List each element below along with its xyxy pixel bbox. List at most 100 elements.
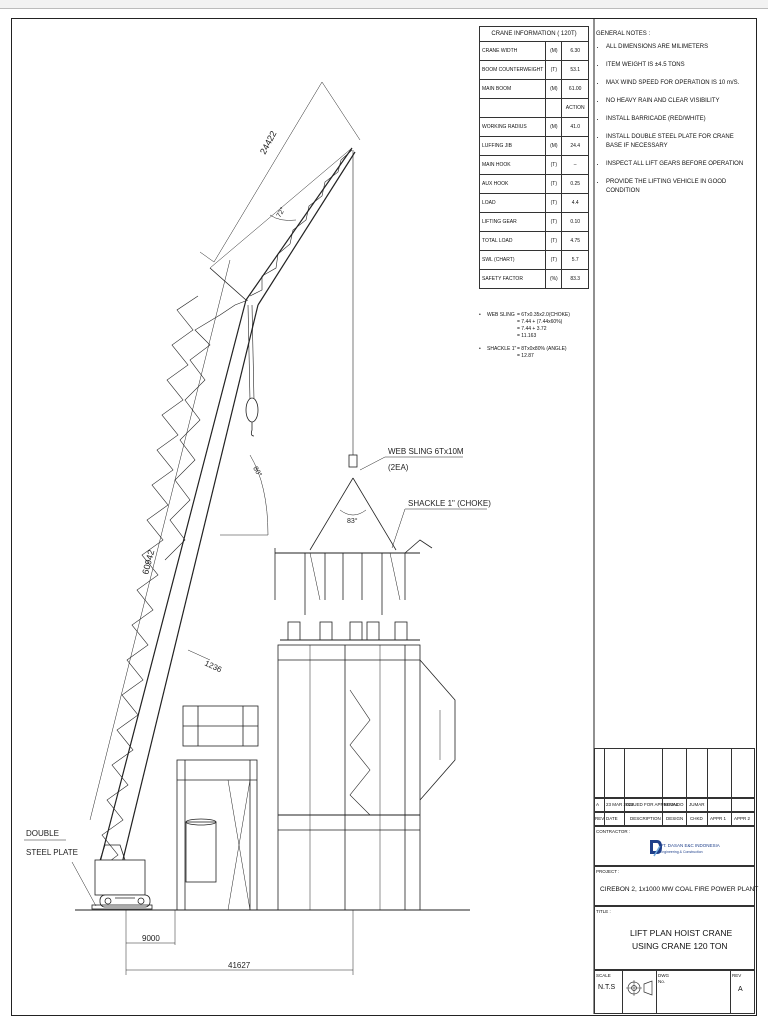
crane-info-unit: (T) bbox=[545, 231, 563, 251]
crane-info-unit: (T) bbox=[545, 250, 563, 270]
side-hopper bbox=[419, 659, 456, 801]
crane-info-value: 24.4 bbox=[561, 136, 589, 156]
crane-info-label: SWL (CHART) bbox=[478, 250, 547, 270]
crane-info-unit: (M) bbox=[545, 79, 563, 99]
dim-line-jib bbox=[213, 81, 323, 263]
crane-info-label: AUX HOOK bbox=[478, 174, 547, 194]
crane-info-value: 0.10 bbox=[561, 212, 589, 232]
angle-jib-text: 72° bbox=[275, 206, 287, 219]
scale-label: SCALE bbox=[596, 973, 611, 978]
title-area bbox=[594, 906, 755, 970]
crane-info-value: 4.75 bbox=[561, 231, 589, 251]
double-steel-label-2: STEEL PLATE bbox=[26, 848, 78, 857]
crane-info-label: TOTAL LOAD bbox=[478, 231, 547, 251]
jib-angle-arc bbox=[269, 214, 297, 221]
sling-angle-arc bbox=[339, 509, 367, 516]
drawing-title-line2: USING CRANE 120 TON bbox=[632, 941, 728, 951]
general-notes: GENERAL NOTES : ALL DIMENSIONS ARE MILIM… bbox=[596, 30, 751, 205]
crane-info-unit: (M) bbox=[545, 41, 563, 61]
silo-tank bbox=[185, 821, 217, 883]
title-label: TITLE : bbox=[596, 909, 611, 914]
contractor-name: PT. DASAN E&C INDONESIA bbox=[660, 843, 720, 848]
crane-info-unit: (T) bbox=[545, 155, 563, 175]
contractor-logo-icon bbox=[650, 840, 662, 857]
dim-boom-text: 60942 bbox=[140, 549, 156, 576]
note-item: ALL DIMENSIONS ARE MILIMETERS bbox=[606, 43, 751, 52]
pendant-line bbox=[209, 147, 353, 269]
mast-line bbox=[209, 267, 247, 301]
crane-info-table: CRANE INFORMATION ( 120T) CRANE WIDTH(M)… bbox=[478, 26, 589, 289]
calc-line: = 7.44 + (7.44x60%) bbox=[517, 319, 563, 325]
angle-sling-text: 83° bbox=[347, 517, 358, 525]
calc-line: = 7.44 + 3.72 bbox=[517, 326, 547, 332]
crane-info-value: 53.1 bbox=[561, 60, 589, 80]
boom-chord-left bbox=[97, 299, 247, 871]
crane-info-unit: (M) bbox=[545, 136, 563, 156]
support-structure bbox=[176, 759, 258, 911]
crane-info-label: WORKING RADIUS bbox=[478, 117, 547, 137]
steel-plate-leader bbox=[71, 861, 97, 907]
rev-desc: ISSUED FOR APPROVAL bbox=[626, 802, 679, 807]
rev-header: CHKD bbox=[690, 816, 703, 821]
crane-info-value: 4.4 bbox=[561, 193, 589, 213]
dwg-label: DWG bbox=[658, 973, 669, 978]
note-item: MAX WIND SPEED FOR OPERATION IS 10 m/S. bbox=[606, 79, 751, 88]
note-item: NO HEAVY RAIN AND CLEAR VISIBILITY bbox=[606, 97, 751, 106]
web-sling-label: WEB SLING 6Tx10M bbox=[388, 447, 464, 456]
crane-info-unit: (T) bbox=[545, 60, 563, 80]
title-block: A 23 MAR 2023 ISSUED FOR APPROVAL BEONDO… bbox=[594, 748, 759, 1014]
projection-symbol-icon bbox=[626, 980, 653, 996]
web-sling-calc-label: WEB SLING bbox=[487, 312, 515, 318]
scale-value: N.T.S bbox=[598, 984, 616, 991]
rev-header: APPR 2 bbox=[734, 816, 751, 821]
crane-track bbox=[99, 894, 151, 908]
boom-chord-right bbox=[117, 304, 259, 881]
crane-info-label: MAIN HOOK bbox=[478, 155, 547, 175]
contractor-area bbox=[594, 826, 755, 866]
rev-header: APPR 1 bbox=[710, 816, 727, 821]
crane-info-title: CRANE INFORMATION ( 120T) bbox=[479, 26, 589, 42]
project-name: CIREBON 2, 1x1000 MW COAL FIRE POWER PLA… bbox=[600, 886, 759, 893]
crane-info-unit: (M) bbox=[545, 117, 563, 137]
jib-lacing bbox=[249, 149, 353, 297]
crane-info-unit: (%) bbox=[545, 269, 563, 289]
rev-header: DATE bbox=[606, 816, 618, 821]
calc-line: = 12.87 bbox=[517, 353, 534, 359]
scale-area bbox=[594, 970, 755, 1014]
note-item: INSTALL DOUBLE STEEL PLATE FOR CRANE BAS… bbox=[606, 133, 751, 151]
boom-angle-arc bbox=[249, 454, 269, 536]
crane-info-label: CRANE WIDTH bbox=[478, 41, 547, 61]
drawing-title-line1: LIFT PLAN HOIST CRANE bbox=[630, 928, 733, 938]
crane-info-value: 5.7 bbox=[561, 250, 589, 270]
rev-check: JUMAR bbox=[689, 802, 705, 807]
double-steel-label-1: DOUBLE bbox=[26, 829, 59, 838]
calc-line: = 11.163 bbox=[517, 333, 537, 339]
rev-letter: A bbox=[738, 986, 743, 993]
dim-1236-text: 1236 bbox=[203, 659, 223, 675]
general-notes-title: GENERAL NOTES : bbox=[596, 31, 651, 37]
crane-info-unit: (T) bbox=[545, 193, 563, 213]
crane-info-label: BOOM COUNTERWEIGHT bbox=[478, 60, 547, 80]
crane-info-label: MAIN BOOM bbox=[478, 79, 547, 99]
aux-hook bbox=[250, 422, 255, 437]
crane-info-value: 61.00 bbox=[561, 79, 589, 99]
rev-header: REV bbox=[595, 816, 605, 821]
project-label: PROJECT : bbox=[596, 869, 620, 874]
crane-body bbox=[94, 859, 146, 896]
note-item: INSTALL BARRICADE (RED/WHITE) bbox=[606, 115, 751, 124]
rev-value: A bbox=[596, 802, 600, 807]
drawing-frame bbox=[11, 18, 757, 1016]
crane-info-value: 0.25 bbox=[561, 174, 589, 194]
note-item: PROVIDE THE LIFTING VEHICLE IN GOOD COND… bbox=[606, 178, 751, 196]
crane-info-value: 6.30 bbox=[561, 41, 589, 61]
top-toolbar-strip bbox=[0, 0, 768, 9]
crane-info-value: – bbox=[561, 155, 589, 175]
aux-hook-rope bbox=[247, 304, 251, 401]
project-area bbox=[594, 866, 755, 906]
crane-info-label: LIFTING GEAR bbox=[478, 212, 547, 232]
top-fans bbox=[287, 621, 408, 641]
main-hook bbox=[348, 454, 358, 468]
contractor-label: CONTRACTOR : bbox=[596, 829, 631, 834]
rev-header: DESCRIPTION bbox=[630, 816, 661, 821]
